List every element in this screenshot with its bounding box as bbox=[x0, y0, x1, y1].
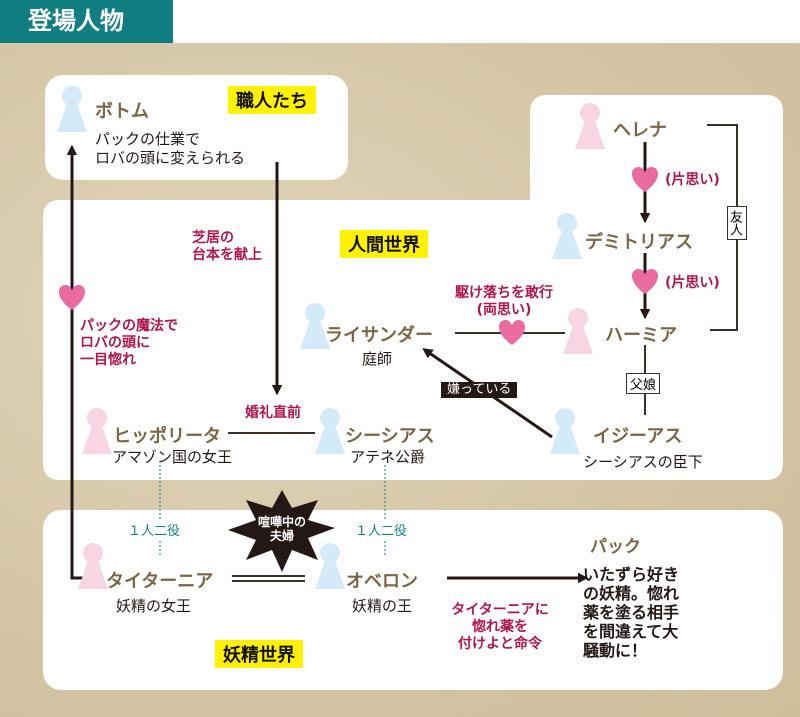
label-father-daughter: 父娘 bbox=[626, 373, 661, 394]
puck-line: いたずら好き bbox=[583, 565, 680, 584]
label-unrequited-1: (片思い) bbox=[665, 172, 720, 188]
puck-line: 薬を塗る相手 bbox=[583, 603, 680, 622]
label-friends: 友人 bbox=[727, 206, 747, 240]
label-magic-2: ロバの頭に bbox=[80, 335, 150, 351]
label-elope: 駆け落ちを敢行(両思い) bbox=[455, 285, 553, 319]
label-play-1: 芝居の bbox=[192, 230, 234, 246]
quarrel-starburst bbox=[228, 490, 335, 572]
desc-hippolyta: アマゾン国の女王 bbox=[112, 448, 233, 466]
label-magic: パックの魔法でロバの頭に一目惚れ bbox=[80, 318, 178, 369]
label-order-3: 付けよと命令 bbox=[458, 636, 542, 652]
name-theseus: シーシアス bbox=[345, 426, 435, 447]
label-quarrel-2: 夫婦 bbox=[269, 529, 294, 543]
label-wedding: 婚礼直前 bbox=[245, 405, 301, 421]
name-bottom: ボトム bbox=[95, 101, 149, 122]
label-order: タイターニアに惚れ薬を付けよと命令 bbox=[440, 602, 560, 653]
desc-egeus: シーシアスの臣下 bbox=[583, 453, 703, 471]
label-elope-2: (両思い) bbox=[476, 302, 532, 318]
name-hermia: ハーミア bbox=[605, 325, 677, 346]
desc-lysander: 庭師 bbox=[362, 350, 393, 368]
name-helena: ヘレナ bbox=[613, 120, 667, 141]
label-fairy-world: 妖精世界 bbox=[215, 640, 303, 668]
puck-line: の妖精。惚れ bbox=[583, 584, 680, 603]
name-egeus: イジーアス bbox=[593, 426, 683, 447]
fairy-panel bbox=[43, 510, 783, 690]
label-double-role-1: １人二役 bbox=[128, 520, 181, 539]
desc-puck: いたずら好き の妖精。惚れ 薬を塗る相手 を間違えて大 騒動に！ bbox=[583, 565, 679, 660]
label-elope-1: 駆け落ちを敢行 bbox=[455, 285, 553, 301]
name-demetrius: デミトリアス bbox=[585, 232, 693, 253]
name-hippolyta: ヒッポリータ bbox=[113, 426, 221, 447]
heart-icon bbox=[498, 320, 526, 345]
label-unrequited-2: (片思い) bbox=[665, 275, 720, 291]
label-order-1: タイターニアに bbox=[451, 602, 549, 618]
desc-oberon: 妖精の王 bbox=[352, 597, 413, 615]
label-craftsmen: 職人たち bbox=[228, 86, 316, 114]
label-play: 芝居の台本を献上 bbox=[192, 230, 262, 264]
name-lysander: ライサンダー bbox=[325, 325, 433, 346]
label-quarrel-1: 喧嘩中の bbox=[257, 515, 306, 529]
desc-theseus: アテネ公爵 bbox=[350, 448, 426, 466]
name-puck: パック bbox=[590, 537, 641, 557]
desc-bottom-2: ロバの頭に変えられる bbox=[95, 149, 246, 167]
puck-line: 騒動に！ bbox=[583, 641, 648, 660]
label-order-2: 惚れ薬を bbox=[472, 619, 528, 635]
name-oberon: オベロン bbox=[346, 571, 418, 592]
label-human-world: 人間世界 bbox=[340, 230, 428, 258]
puck-line: を間違えて大 bbox=[583, 622, 679, 641]
label-double-role-2: １人二役 bbox=[355, 520, 408, 539]
name-titania: タイターニア bbox=[106, 571, 214, 592]
label-magic-1: パックの魔法で bbox=[80, 318, 178, 334]
label-play-2: 台本を献上 bbox=[192, 247, 262, 263]
desc-bottom-1: パックの仕業で bbox=[95, 130, 201, 148]
label-hates: 嫌っている bbox=[441, 382, 518, 398]
desc-titania: 妖精の女王 bbox=[116, 597, 192, 615]
page-title: 登場人物 bbox=[0, 0, 173, 43]
label-magic-3: 一目惚れ bbox=[80, 352, 136, 368]
label-quarrel: 喧嘩中の夫婦 bbox=[250, 515, 314, 543]
